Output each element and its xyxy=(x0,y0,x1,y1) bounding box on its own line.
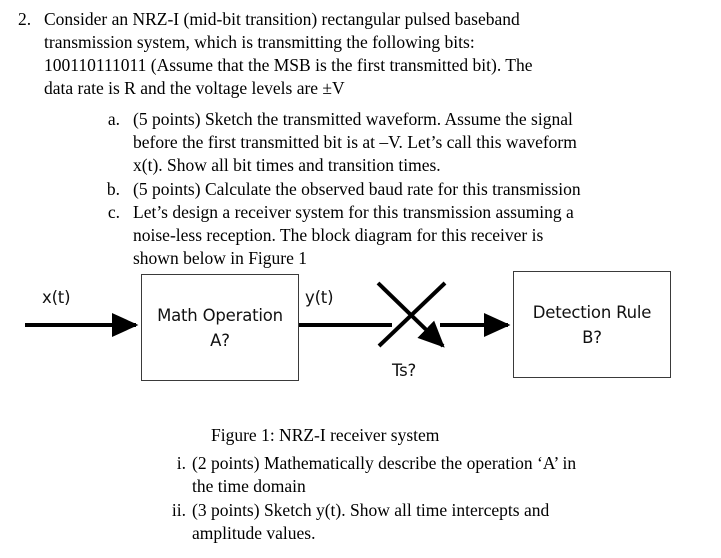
sub-item-c-marker: c. xyxy=(107,202,120,222)
block-math-operation-line-1: Math Operation xyxy=(157,305,283,325)
sub-item-c-line-3: shown below in Figure 1 xyxy=(133,248,308,268)
question-intro-line-1: Consider an NRZ-I (mid-bit transition) r… xyxy=(44,9,520,29)
sub-item-c-line-1: Let’s design a receiver system for this … xyxy=(133,202,574,222)
block-math-operation: Math Operation A? xyxy=(141,274,299,381)
roman-item-i-marker: i. xyxy=(176,453,186,473)
sub-item-a-marker: a. xyxy=(107,109,120,129)
sub-item-b-marker: b. xyxy=(106,179,120,199)
sub-item-a-line-1: (5 points) Sketch the transmitted wavefo… xyxy=(133,109,573,129)
roman-item-ii-line-2: amplitude values. xyxy=(192,523,316,543)
block-detection-rule-line-1: Detection Rule xyxy=(532,302,652,322)
question-intro-line-3: 100110111011 (Assume that the MSB is the… xyxy=(44,55,533,75)
block-detection-rule: Detection Rule B? xyxy=(513,271,671,378)
roman-item-i-line-2: the time domain xyxy=(192,476,306,496)
roman-item-i-line-1: (2 points) Mathematically describe the o… xyxy=(192,453,577,473)
sub-item-b-line-1: (5 points) Calculate the observed baud r… xyxy=(133,179,581,199)
block-detection-rule-line-2: B? xyxy=(582,327,602,347)
block-math-operation-line-2: A? xyxy=(210,330,230,350)
switch-arm-open xyxy=(377,281,447,348)
sub-item-a-line-3: x(t). Show all bit times and transition … xyxy=(133,155,441,175)
roman-item-ii-line-1: (3 points) Sketch y(t). Show all time in… xyxy=(192,500,550,520)
question-intro-line-4: data rate is R and the voltage levels ar… xyxy=(44,78,345,98)
sub-item-c-line-2: noise-less reception. The block diagram … xyxy=(133,225,544,245)
label-y-of-t: y(t) xyxy=(305,288,334,307)
figure-caption: Figure 1: NRZ-I receiver system xyxy=(211,425,440,445)
question-number: 2. xyxy=(18,9,32,29)
diagram-wires xyxy=(25,281,511,348)
sub-item-a-line-2: before the first transmitted bit is at –… xyxy=(133,132,577,152)
receiver-block-diagram: x(t) Math Operation A? y(t) Ts? Detectio… xyxy=(0,260,721,395)
label-x-of-t: x(t) xyxy=(42,288,71,307)
roman-item-ii-marker: ii. xyxy=(171,500,186,520)
question-intro-line-2: transmission system, which is transmitti… xyxy=(44,32,475,52)
label-sampling-period: Ts? xyxy=(392,361,417,380)
